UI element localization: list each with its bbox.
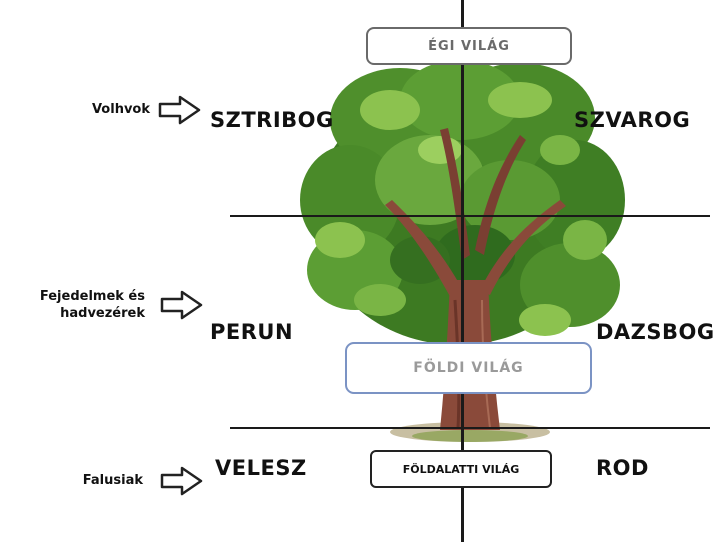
divider-upper	[230, 215, 710, 217]
group-villagers-label: Falusiak	[82, 473, 143, 488]
group-rulers-line2: hadvezérek	[60, 306, 145, 321]
deity-velesz: VELESZ	[215, 456, 307, 480]
group-volhvok-label: Volhvok	[91, 102, 150, 117]
group-rulers-label: Fejedelmek és hadvezérek	[0, 288, 145, 322]
deity-sztribog: SZTRIBOG	[210, 108, 334, 132]
divider-lower	[230, 427, 710, 429]
axis-vertical	[461, 0, 464, 542]
arrow-volhvok-icon	[158, 95, 201, 125]
arrow-rulers-icon	[160, 290, 203, 320]
group-rulers-line1: Fejedelmek és	[39, 289, 145, 304]
realm-underworld-box: FÖLDALATTI VILÁG	[370, 450, 552, 488]
realm-earthly-box: FÖLDI VILÁG	[345, 342, 592, 394]
realm-heavenly-box: ÉGI VILÁG	[366, 27, 572, 65]
deity-perun: PERUN	[210, 320, 294, 344]
deity-dazsbog: DAZSBOG	[596, 320, 715, 344]
deity-szvarog: SZVAROG	[574, 108, 691, 132]
arrow-villagers-icon	[160, 466, 203, 496]
tree-foliage	[300, 60, 625, 345]
deity-rod: ROD	[596, 456, 649, 480]
